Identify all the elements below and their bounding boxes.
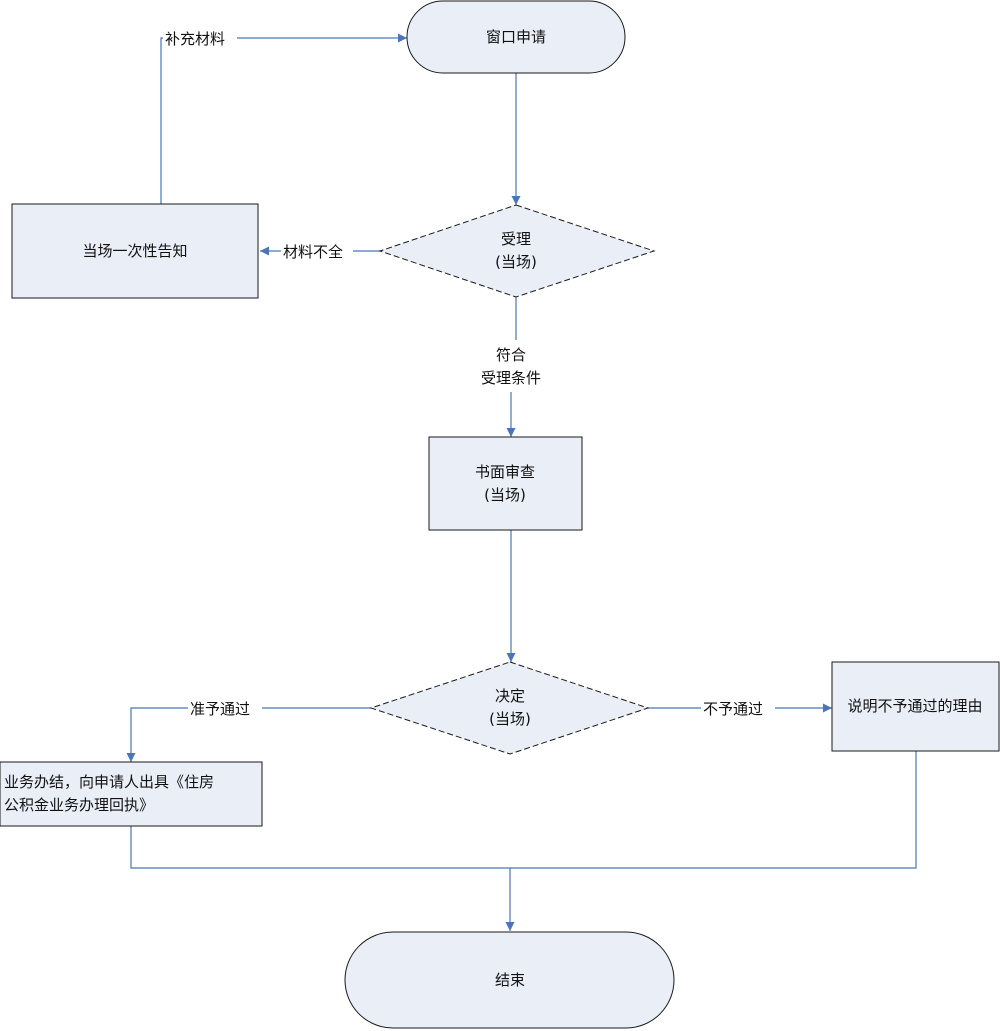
node-complete: [0, 761, 263, 827]
node-notify: [11, 203, 259, 299]
node-complete-line2: 公积金业务办理回执》: [4, 796, 154, 814]
edge-label-eligible-line1: 符合: [496, 346, 526, 364]
edge-decide-to-complete: [126, 707, 371, 762]
node-explain: [831, 661, 1000, 752]
node-complete-line1: 业务办结，向申请人出具《住房: [4, 773, 214, 791]
edge-complete-to-end: [130, 826, 515, 931]
node-explain-label: 说明不予通过的理由: [847, 697, 982, 715]
edge-notify-to-start: [160, 33, 407, 204]
edge-explain-to-end: [510, 751, 917, 869]
node-review-line1: 书面审查: [475, 463, 535, 481]
node-notify-label: 当场一次性告知: [82, 242, 187, 260]
node-start-label: 窗口申请: [486, 28, 546, 46]
node-review-line2: (当场): [484, 486, 526, 504]
node-start: [406, 0, 626, 74]
node-end-label: 结束: [495, 971, 525, 989]
edge-label-incomplete: 材料不全: [283, 243, 343, 261]
edge-label-approve: 准予通过: [190, 700, 250, 718]
edge-label-reject: 不予通过: [703, 700, 763, 718]
node-review: [428, 436, 583, 531]
node-decide-line1: 决定: [495, 687, 525, 705]
edge-accept-to-review: [511, 297, 516, 437]
node-decide-line2: (当场): [489, 710, 531, 728]
node-accept-line2: (当场): [495, 253, 537, 271]
node-accept: [378, 204, 656, 298]
node-decide: [369, 661, 650, 755]
edge-label-eligible-line2: 受理条件: [481, 369, 541, 387]
node-accept-line1: 受理: [501, 230, 531, 248]
edge-label-supplement: 补充材料: [165, 30, 225, 48]
node-end: [344, 931, 675, 1029]
